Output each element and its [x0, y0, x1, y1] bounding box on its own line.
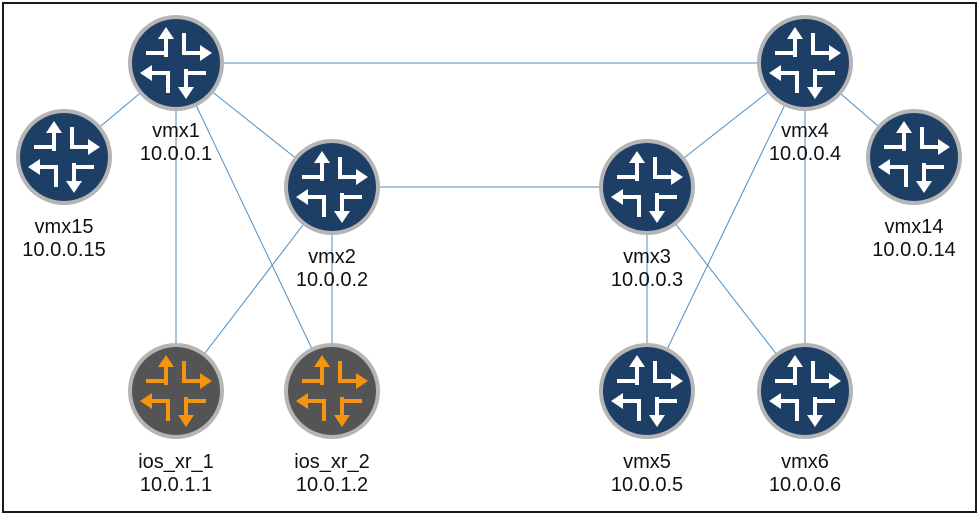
node-ip: 10.0.0.4: [768, 143, 842, 165]
node-ios_xr_1[interactable]: [126, 341, 226, 441]
router-icon: [128, 343, 224, 439]
node-vmx1[interactable]: [126, 13, 226, 113]
node-vmx6[interactable]: [755, 341, 855, 441]
router-icon: [128, 15, 224, 111]
node-name: vmx6: [781, 451, 829, 473]
node-name: vmx14: [884, 216, 944, 238]
node-vmx15[interactable]: [14, 107, 114, 207]
node-name: vmx15: [34, 216, 94, 238]
node-ios_xr_2[interactable]: [282, 341, 382, 441]
node-vmx3[interactable]: [597, 137, 697, 237]
node-vmx14[interactable]: [864, 107, 964, 207]
router-icon: [599, 343, 695, 439]
node-ip: 10.0.0.3: [610, 269, 684, 291]
node-name: vmx4: [781, 120, 829, 142]
router-icon: [599, 139, 695, 235]
node-name: vmx3: [623, 246, 671, 268]
node-vmx4[interactable]: [755, 13, 855, 113]
link-vmx4-vmx5: [646, 62, 806, 392]
node-vmx5[interactable]: [597, 341, 697, 441]
node-ip: 10.0.0.2: [295, 269, 369, 291]
router-icon: [757, 15, 853, 111]
node-name: vmx5: [623, 451, 671, 473]
node-name: ios_xr_1: [138, 451, 214, 473]
node-ip: 10.0.0.6: [768, 474, 842, 496]
node-ip: 10.0.0.5: [610, 474, 684, 496]
node-ip: 10.0.0.14: [872, 239, 956, 261]
node-name: ios_xr_2: [294, 451, 370, 473]
node-ip: 10.0.1.1: [139, 474, 213, 496]
router-icon: [284, 139, 380, 235]
link-vmx1-ios_xr_2: [175, 62, 333, 392]
router-icon: [866, 109, 962, 205]
node-ip: 10.0.1.2: [295, 474, 369, 496]
node-vmx2[interactable]: [282, 137, 382, 237]
node-ip: 10.0.0.15: [22, 239, 106, 261]
node-name: vmx1: [152, 120, 200, 142]
router-icon: [16, 109, 112, 205]
node-name: vmx2: [308, 246, 356, 268]
router-icon: [284, 343, 380, 439]
router-icon: [757, 343, 853, 439]
node-ip: 10.0.0.1: [139, 143, 213, 165]
